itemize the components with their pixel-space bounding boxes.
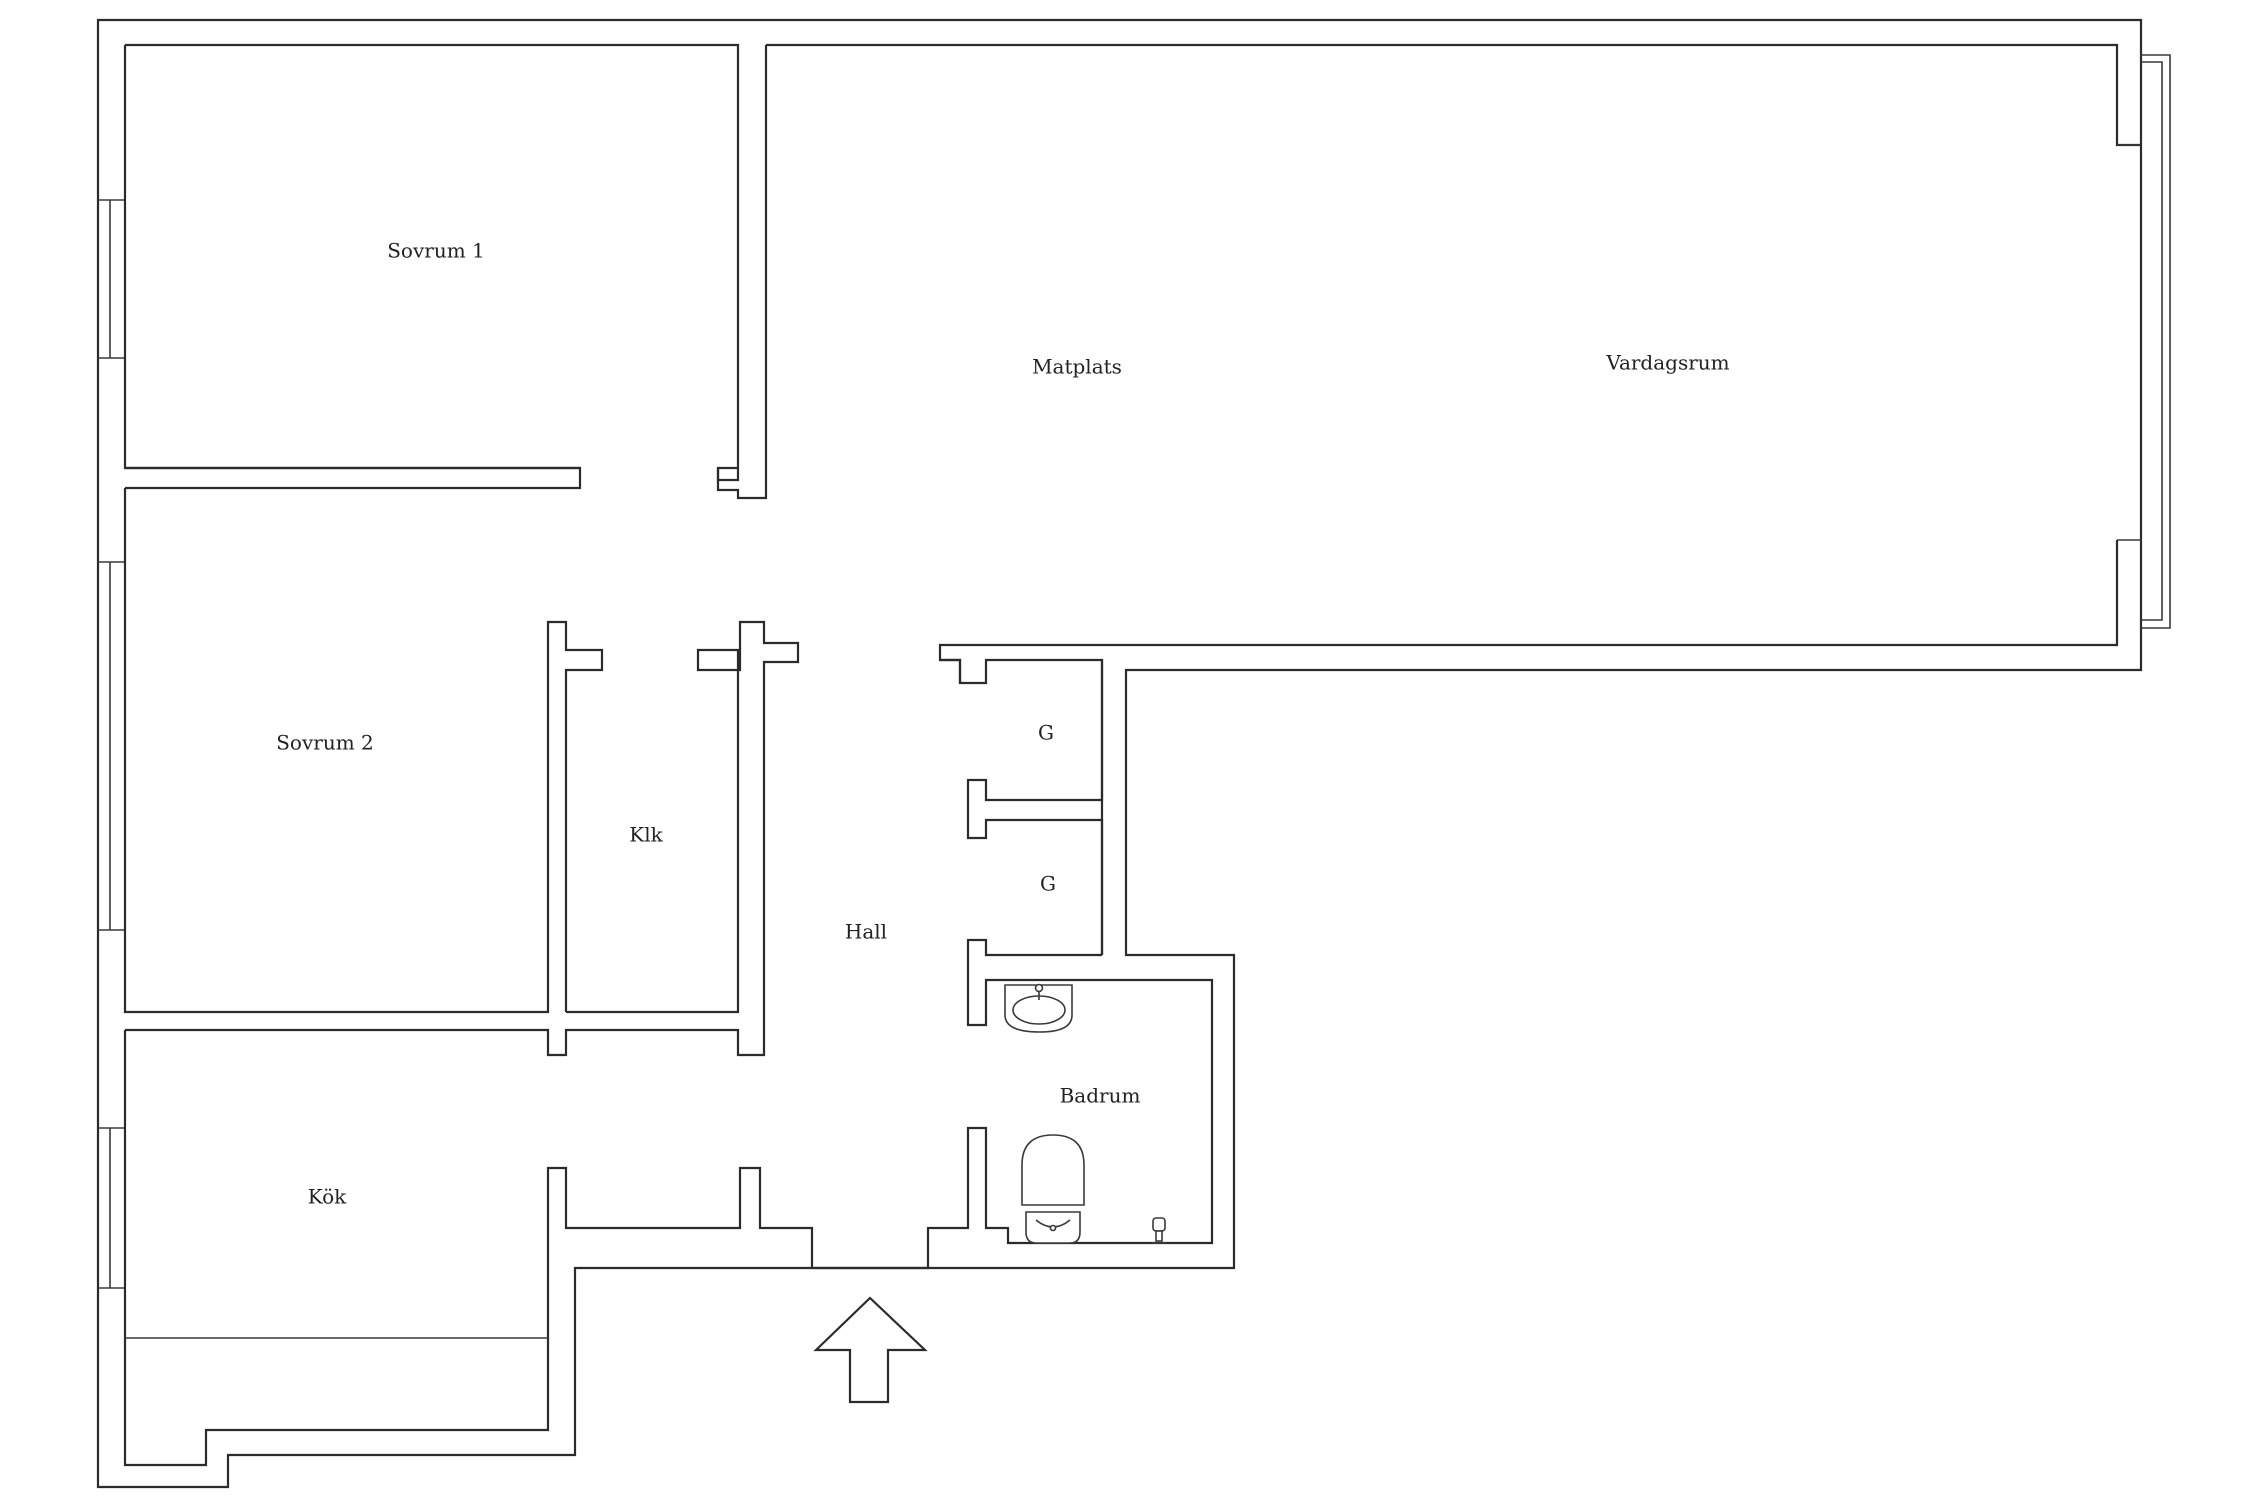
room-sovrum-2-walls	[123, 488, 604, 1014]
entrance-arrow-icon	[813, 1296, 928, 1404]
room-label-g-upper: G	[1038, 721, 1054, 745]
outer-wall-outline	[96, 18, 2143, 1489]
room-label-badrum: Badrum	[1060, 1084, 1141, 1108]
room-label-sovrum-1: Sovrum 1	[387, 239, 485, 263]
room-label-hall: Hall	[845, 920, 887, 944]
wall-divider-upper	[716, 45, 768, 500]
room-kok-walls	[123, 1030, 814, 1467]
bay-window-right	[2141, 54, 2171, 629]
sovrum-1-lower-wall	[125, 466, 582, 490]
room-label-vardagsrum: Vardagsrum	[1605, 351, 1729, 375]
living-window-jamb-top	[2117, 144, 2141, 541]
room-label-klk: Klk	[629, 823, 663, 847]
room-label-g-lower: G	[1040, 872, 1056, 896]
closet-g1-walls	[940, 658, 1104, 955]
room-vardagsrum-walls	[766, 43, 2141, 683]
room-label-kok: Kök	[308, 1185, 347, 1209]
floor-drain	[1152, 1217, 1166, 1244]
entrance-opening	[812, 938, 1214, 1270]
toilet-fixture	[1021, 1134, 1085, 1244]
room-label-matplats: Matplats	[1032, 355, 1122, 379]
room-klk-walls	[125, 620, 800, 1057]
room-label-sovrum-2: Sovrum 2	[276, 731, 374, 755]
sink-fixture	[1004, 983, 1073, 1033]
room-sovrum-1-walls	[123, 43, 740, 482]
windows-left	[98, 199, 125, 1289]
